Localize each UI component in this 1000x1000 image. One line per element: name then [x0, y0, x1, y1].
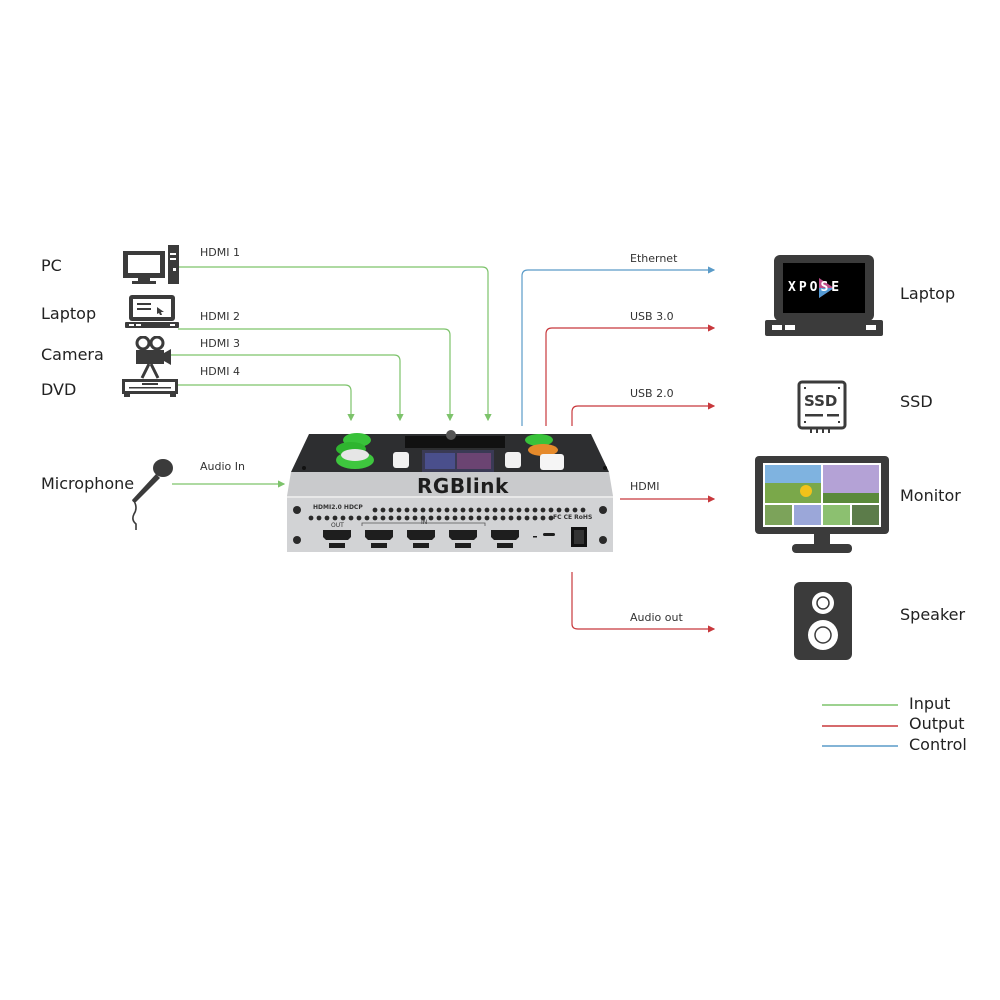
switcher-body: [287, 430, 613, 552]
wire-hdmi2: [178, 328, 454, 422]
in-label: IN: [421, 519, 428, 526]
dvd-player-icon: [122, 379, 178, 397]
device-label-laptop-out: Laptop: [900, 284, 956, 303]
device-label-laptop-in: Laptop: [41, 304, 97, 323]
legend-label-output: Output: [909, 714, 965, 733]
device-label-ssd: SSD: [900, 392, 933, 411]
device-label-speaker: Speaker: [900, 605, 966, 624]
wire-usb3: [545, 324, 716, 426]
device-label-camera: Camera: [41, 345, 104, 364]
vent-holes: [308, 507, 586, 521]
conn-label-hdmi-out: HDMI: [630, 480, 660, 493]
conn-label-audio-out: Audio out: [630, 611, 683, 624]
ssd-icon: SSD: [797, 380, 847, 434]
conn-label-hdmi3: HDMI 3: [200, 337, 240, 350]
legend-label-control: Control: [909, 735, 967, 754]
conn-label-hdmi2: HDMI 2: [200, 310, 240, 323]
wire-audio-out: [571, 572, 716, 633]
wire-hdmi4: [178, 384, 355, 422]
out-label: OUT: [331, 522, 344, 529]
device-label-dvd: DVD: [41, 380, 77, 399]
laptop-icon: [125, 295, 179, 328]
device-label-pc: PC: [41, 256, 62, 275]
conn-label-usb2: USB 2.0: [630, 387, 674, 400]
desktop-pc-icon: [123, 245, 179, 284]
conn-label-hdmi1: HDMI 1: [200, 246, 240, 259]
monitor-icon: [755, 456, 889, 553]
device-label-monitor: Monitor: [900, 486, 961, 505]
wire-hdmi1: [178, 266, 492, 422]
laptop-xpose-icon: XPOSE: [764, 254, 884, 338]
conn-label-audio-in: Audio In: [200, 460, 245, 473]
conn-label-usb3: USB 3.0: [630, 310, 674, 323]
panel-spec-text: HDMI2.0 HDCP: [313, 504, 363, 511]
microphone-icon: [132, 459, 173, 530]
ssd-icon-text: SSD: [804, 392, 838, 410]
device-label-microphone: Microphone: [41, 474, 135, 493]
conn-label-hdmi4: HDMI 4: [200, 365, 240, 378]
wire-hdmi3: [170, 354, 404, 422]
conn-label-ethernet: Ethernet: [630, 252, 678, 265]
video-camera-icon: [135, 336, 171, 379]
rgblink-switcher: RGBlink HDMI2.0 HDCP FC CE RoHS OUT IN: [287, 422, 613, 554]
brand-logo: RGBlink: [417, 474, 509, 498]
wire-ethernet: [521, 266, 716, 426]
wire-usb2: [571, 402, 716, 426]
speaker-icon: [794, 582, 852, 660]
xpose-logo-text: XPOSE: [788, 280, 843, 295]
legend-label-input: Input: [909, 694, 951, 713]
hdmi-ports: [323, 530, 555, 548]
cert-text: FC CE RoHS: [553, 514, 593, 521]
